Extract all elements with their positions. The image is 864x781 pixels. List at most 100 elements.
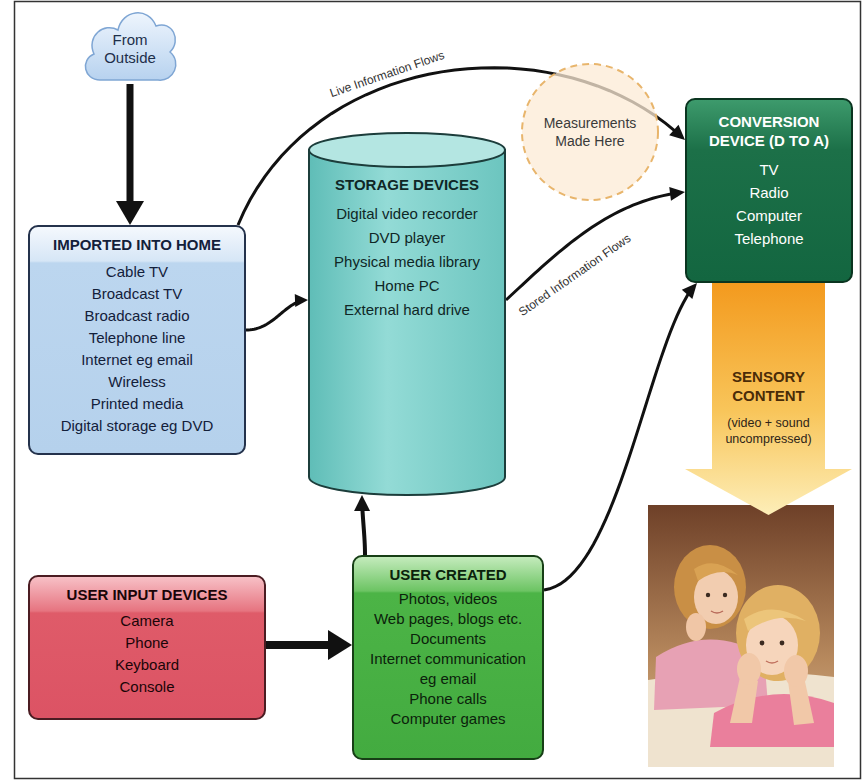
- node-content: USER INPUT DEVICESCameraPhoneKeyboardCon…: [30, 577, 264, 698]
- node-content: Measurements Made Here: [538, 114, 642, 150]
- box-item: DVD player: [308, 226, 506, 250]
- face: [746, 615, 798, 675]
- shirt: [710, 694, 834, 747]
- children-photo: [648, 505, 834, 767]
- process-box: USER INPUT DEVICESCameraPhoneKeyboardCon…: [28, 575, 266, 720]
- flow-arrow: [506, 187, 685, 300]
- arrow-head: [669, 125, 685, 140]
- box-item: Web pages, blogs etc.: [354, 609, 542, 629]
- box-item: Keyboard: [30, 654, 264, 676]
- process-box: IMPORTED INTO HOMECable TVBroadcast TVBr…: [28, 225, 246, 455]
- box-item: Internet eg email: [30, 349, 244, 371]
- box-item: Console: [30, 676, 264, 698]
- hair: [744, 609, 806, 631]
- box-item: (video + sound uncompressed): [717, 415, 821, 447]
- flow-label: Live Information Flows: [326, 47, 448, 101]
- shirt: [654, 639, 768, 710]
- box-item: External hard drive: [308, 298, 506, 322]
- node-content: USER CREATEDPhotos, videosWeb pages, blo…: [354, 557, 542, 729]
- arrow-head: [682, 283, 697, 299]
- box-item: Telephone: [687, 227, 851, 250]
- node-content: STORAGE DEVICESDigital video recorderDVD…: [308, 132, 506, 322]
- hand: [784, 655, 808, 687]
- flow-label: Stored Information Flows: [515, 230, 636, 320]
- box-heading: USER INPUT DEVICES: [30, 577, 264, 610]
- arm: [730, 677, 758, 723]
- box-heading: IMPORTED INTO HOME: [30, 227, 244, 261]
- box-item: Physical media library: [308, 250, 506, 274]
- box-item: Radio: [687, 181, 851, 204]
- arrow-head: [116, 201, 144, 225]
- box-item: Photos, videos: [354, 589, 542, 609]
- box-item: Documents: [354, 629, 542, 649]
- box-item: Broadcast TV: [30, 283, 244, 305]
- node-content: CONVERSION DEVICE (D TO A)TVRadioCompute…: [687, 100, 851, 250]
- box-item: Home PC: [308, 274, 506, 298]
- mouth: [711, 611, 723, 613]
- mouth: [766, 661, 778, 663]
- node-content: IMPORTED INTO HOMECable TVBroadcast TVBr…: [30, 227, 244, 437]
- arrow-head: [669, 187, 685, 201]
- frame: [15, 2, 861, 779]
- measurement-circle-outline: [520, 62, 660, 202]
- node-content: SENSORY CONTENT (video + sound uncompress…: [712, 367, 825, 447]
- connector-line: [544, 291, 690, 590]
- flow-arrow: [354, 495, 370, 555]
- box-item: Phone calls: [354, 689, 542, 709]
- cylinder-top: [309, 133, 505, 167]
- process-box: CONVERSION DEVICE (D TO A)TVRadioCompute…: [685, 98, 853, 283]
- storage-cylinder: STORAGE DEVICESDigital video recorderDVD…: [308, 132, 506, 495]
- box-item: Digital video recorder: [308, 202, 506, 226]
- measurement-circle: Measurements Made Here: [520, 62, 660, 202]
- eye: [723, 593, 727, 597]
- box-heading: CONVERSION DEVICE (D TO A): [699, 100, 839, 158]
- box-item: TV: [687, 158, 851, 181]
- arm: [788, 677, 814, 725]
- box-item: Phone: [30, 632, 264, 654]
- node-content: From Outside: [92, 31, 168, 67]
- connector-line: [506, 193, 674, 300]
- process-box: USER CREATEDPhotos, videosWeb pages, blo…: [352, 555, 544, 760]
- output-arrow-band: SENSORY CONTENT (video + sound uncompress…: [685, 283, 852, 515]
- photo-ground: [648, 505, 834, 767]
- cloud-outline: [85, 13, 175, 80]
- box-item: Broadcast radio: [30, 305, 244, 327]
- connector-line: [127, 84, 134, 207]
- eye: [760, 641, 765, 646]
- box-heading: SENSORY CONTENT: [719, 367, 819, 405]
- flow-arrow: [246, 294, 308, 330]
- cloud-shape: From Outside: [80, 2, 180, 84]
- cylinder-body: [309, 150, 505, 495]
- arrow-band: [685, 283, 852, 515]
- face: [694, 570, 738, 624]
- flow-arrow: [266, 630, 352, 660]
- flow-arrow: [116, 84, 144, 225]
- box-item: Digital storage eg DVD: [30, 415, 244, 437]
- hair: [736, 585, 820, 681]
- connector-line: [362, 507, 365, 555]
- box-item: Computer games: [354, 709, 542, 729]
- flow-arrow: [544, 283, 697, 590]
- box-item: Cable TV: [30, 261, 244, 283]
- node-text: From Outside: [92, 31, 168, 67]
- box-item: Camera: [30, 610, 264, 632]
- box-item: Telephone line: [30, 327, 244, 349]
- carpet: [648, 672, 834, 767]
- connector-line: [246, 300, 298, 330]
- hand: [737, 653, 761, 685]
- hair: [674, 545, 746, 629]
- arrow-head: [354, 495, 370, 511]
- box-item: Printed media: [30, 393, 244, 415]
- eye: [780, 641, 785, 646]
- box-item: Internet communication eg email: [354, 649, 542, 689]
- eye: [706, 593, 710, 597]
- connector-line: [266, 641, 334, 649]
- box-heading: USER CREATED: [354, 557, 542, 589]
- box-heading: STORAGE DEVICES: [308, 176, 506, 202]
- node-text: Measurements Made Here: [538, 114, 642, 150]
- hair: [694, 563, 738, 581]
- box-item: Wireless: [30, 371, 244, 393]
- arrow-head: [295, 294, 308, 307]
- dashed-circle: [522, 64, 658, 200]
